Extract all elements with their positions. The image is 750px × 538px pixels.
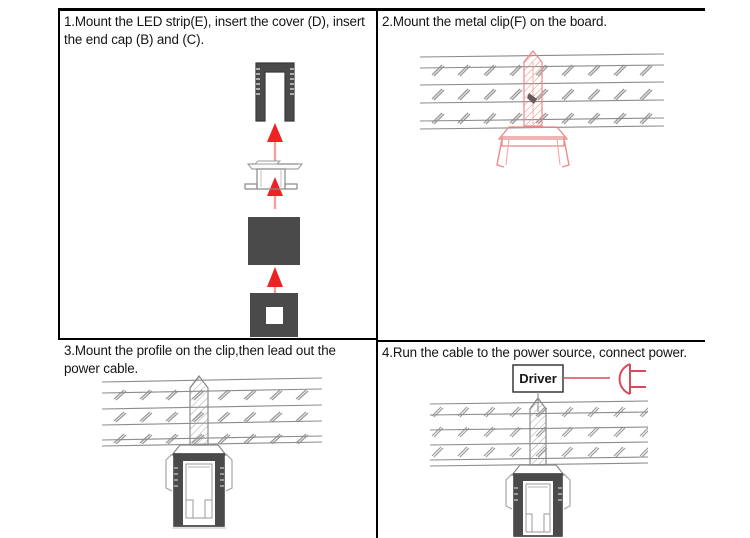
panel-1-exploded-diagram: [244, 62, 304, 337]
table-vertical-divider: [376, 8, 378, 538]
led-profile-assembly-icon: [165, 453, 233, 529]
table-middle-border-left: [58, 338, 376, 340]
panel-4-caption: 4.Run the cable to the power source, con…: [382, 345, 687, 360]
panel-1-caption: 1.Mount the LED strip(E), insert the cov…: [64, 14, 365, 47]
panel-3-caption: 3.Mount the profile on the clip,then lea…: [64, 343, 336, 376]
panel-step-1: 1.Mount the LED strip(E), insert the cov…: [60, 11, 376, 338]
cover-lens-icon: [246, 160, 304, 170]
end-cap-t-piece-icon: [244, 168, 298, 190]
panel-2-caption: 2.Mount the metal clip(F) on the board.: [382, 14, 607, 29]
assembly-arrow-3: [267, 229, 283, 263]
panel-step-4: 4.Run the cable to the power source, con…: [378, 342, 705, 538]
power-plug-icon: [618, 363, 646, 395]
led-profile-assembly-icon: [505, 473, 571, 537]
table-left-border: [58, 8, 60, 338]
panel-step-3: 3.Mount the profile on the clip,then lea…: [60, 340, 376, 538]
table-middle-border-right: [376, 340, 705, 342]
assembly-arrow-4: [267, 267, 283, 299]
end-cap-u-channel-icon: [255, 62, 295, 122]
metal-clip-icon: [496, 50, 570, 168]
metal-clip-icon: [510, 396, 566, 476]
assembly-arrow-2: [267, 177, 283, 209]
board-cross-section-icon: [101, 377, 323, 447]
panel-step-2: 2.Mount the metal clip(F) on the board.: [378, 11, 705, 340]
board-cross-section-icon: [419, 53, 665, 130]
assembly-arrow-1: [267, 123, 283, 161]
panel-2-clip-diagram: [419, 50, 665, 168]
base-block-with-window-icon: [250, 293, 298, 337]
table-top-border: [58, 8, 705, 11]
metal-clip-icon: [170, 375, 228, 456]
driver-label: Driver: [519, 371, 557, 386]
board-cross-section-icon: [429, 400, 649, 467]
led-strip-block-icon: [248, 217, 300, 265]
